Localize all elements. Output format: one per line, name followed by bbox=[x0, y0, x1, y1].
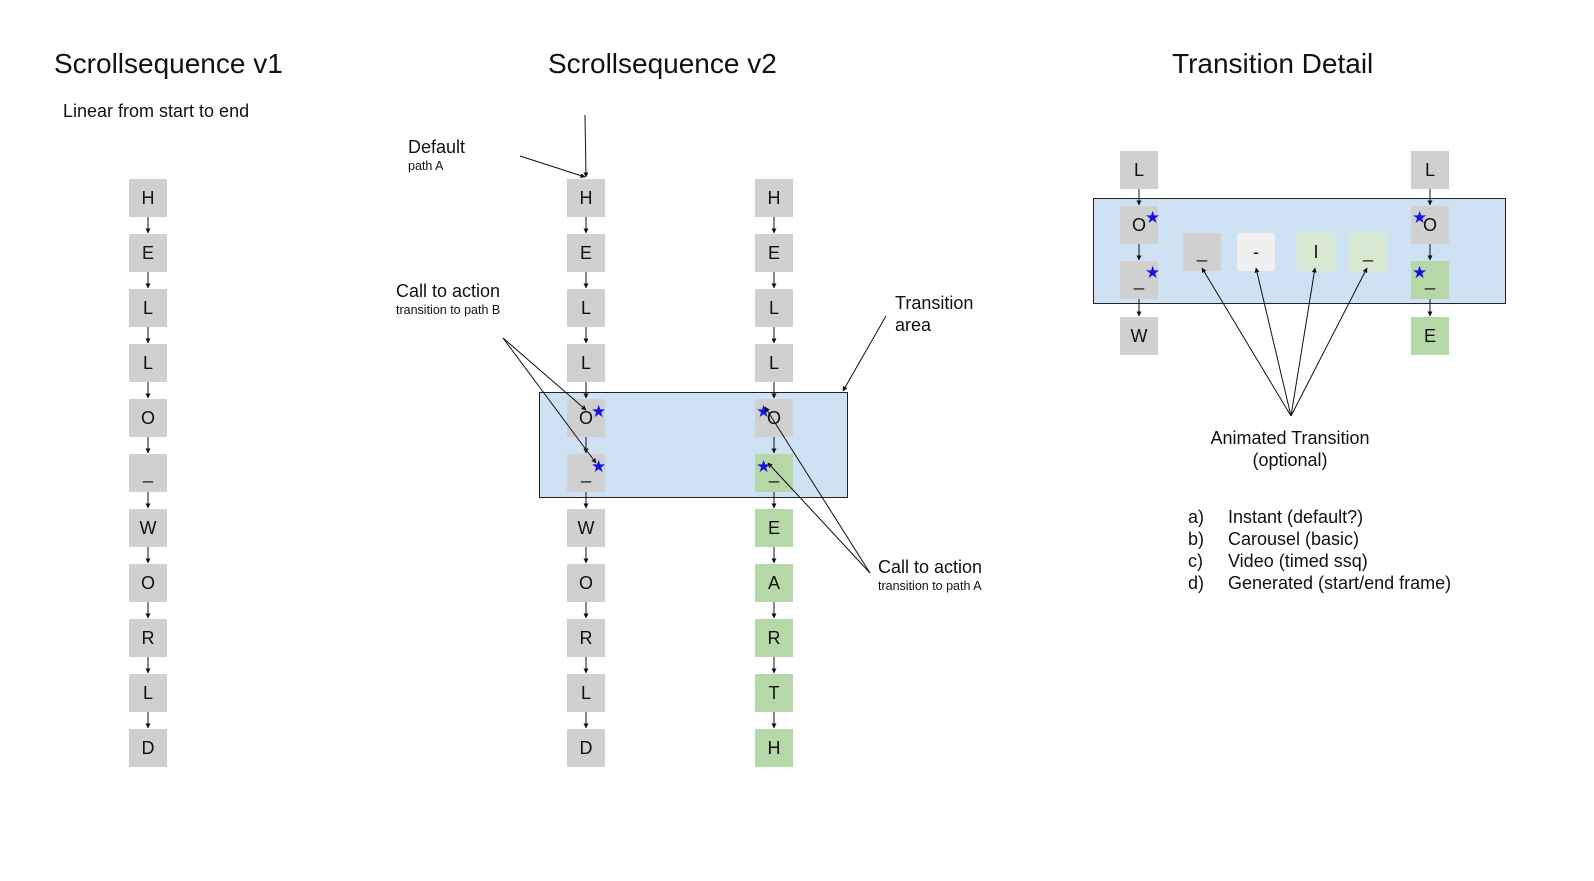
v1-frame: R bbox=[129, 619, 167, 657]
v1-subtitle: Linear from start to end bbox=[63, 101, 250, 121]
option-letter: d) bbox=[1188, 573, 1205, 593]
animated-frame: _ bbox=[1183, 233, 1221, 271]
default-label: Default bbox=[408, 137, 466, 157]
v1-frame: W bbox=[129, 509, 167, 547]
option-letter: a) bbox=[1188, 507, 1205, 527]
animated-transition-arrow bbox=[1254, 267, 1292, 417]
v2-path-a-frame: H bbox=[755, 179, 793, 217]
cta-b-sub-label: transition to path B bbox=[396, 303, 501, 317]
v2-path-b-frame: D bbox=[567, 729, 605, 767]
detail-right-frame: O bbox=[1411, 206, 1449, 244]
v1-frame: D bbox=[129, 729, 167, 767]
v2-path-b-frame: O bbox=[567, 564, 605, 602]
v2-path-a-frame: L bbox=[755, 289, 793, 327]
cta-b-arrow bbox=[502, 337, 587, 411]
option-row: c) Video (timed ssq) bbox=[1188, 550, 1451, 572]
star-icon: ★ bbox=[591, 402, 607, 421]
v2-title: Scrollsequence v2 bbox=[548, 48, 777, 79]
v2-path-a-frame: E bbox=[755, 234, 793, 272]
default-sub-label: path A bbox=[408, 159, 444, 173]
v2-path-a-frame: R bbox=[755, 619, 793, 657]
animated-transition-optional: (optional) bbox=[1252, 450, 1328, 470]
option-text: Instant (default?) bbox=[1228, 507, 1364, 527]
v1-frame: H bbox=[129, 179, 167, 217]
transition-area-arrow bbox=[842, 315, 887, 392]
transition-area-label-2: area bbox=[895, 315, 932, 335]
animated-frame: _ bbox=[1349, 233, 1387, 271]
option-text: Video (timed ssq) bbox=[1228, 551, 1368, 571]
animated-transition-arrow bbox=[1201, 267, 1292, 417]
option-row: b) Carousel (basic) bbox=[1188, 528, 1451, 550]
detail-left-frame: _ bbox=[1120, 261, 1158, 299]
animated-transition-arrow bbox=[1290, 267, 1368, 417]
cta-a-label: Call to action bbox=[878, 557, 983, 577]
cta-a-arrow bbox=[764, 406, 871, 574]
animated-transition-arrow bbox=[1290, 267, 1317, 417]
detail-title: Transition Detail bbox=[1172, 48, 1374, 79]
v1-frame: L bbox=[129, 674, 167, 712]
v1-title: Scrollsequence v1 bbox=[54, 48, 283, 79]
v2-path-b-frame: L bbox=[567, 674, 605, 712]
detail-left-frame: W bbox=[1120, 317, 1158, 355]
option-row: d) Generated (start/end frame) bbox=[1188, 572, 1451, 594]
option-text: Generated (start/end frame) bbox=[1228, 573, 1452, 593]
detail-right-frame: L bbox=[1411, 151, 1449, 189]
v1-frame: O bbox=[129, 564, 167, 602]
option-letter: c) bbox=[1188, 551, 1203, 571]
option-letter: b) bbox=[1188, 529, 1205, 549]
v2-path-b-frame: W bbox=[567, 509, 605, 547]
v1-frame: O bbox=[129, 399, 167, 437]
animated-frame: - bbox=[1237, 233, 1275, 271]
v2-path-b-frame: L bbox=[567, 344, 605, 382]
cta-a-arrow bbox=[767, 462, 871, 574]
v1-frame: L bbox=[129, 289, 167, 327]
star-icon: ★ bbox=[1412, 208, 1428, 227]
v1-frame: L bbox=[129, 344, 167, 382]
cta-a-sub-label: transition to path A bbox=[878, 579, 982, 593]
v2-path-a-frame: T bbox=[755, 674, 793, 712]
option-text: Carousel (basic) bbox=[1228, 529, 1360, 549]
v2-path-a-frame: L bbox=[755, 344, 793, 382]
star-icon: ★ bbox=[756, 457, 772, 476]
v2-path-a-frame: _ bbox=[755, 454, 793, 492]
detail-left-frame: O bbox=[1120, 206, 1158, 244]
default-entry-arrow bbox=[583, 114, 589, 178]
v2-path-a-frame: H bbox=[755, 729, 793, 767]
v2-path-b-frame: _ bbox=[567, 454, 605, 492]
v2-path-a-frame: O bbox=[755, 399, 793, 437]
v1-frame: E bbox=[129, 234, 167, 272]
detail-left-frame: L bbox=[1120, 151, 1158, 189]
star-icon: ★ bbox=[1145, 263, 1161, 282]
v2-path-a-frame: E bbox=[755, 509, 793, 547]
v2-path-a-frame: A bbox=[755, 564, 793, 602]
star-icon: ★ bbox=[1412, 263, 1428, 282]
default-label-arrow bbox=[519, 155, 586, 178]
option-row: a) Instant (default?) bbox=[1188, 506, 1451, 528]
v1-frame: _ bbox=[129, 454, 167, 492]
animated-frame: I bbox=[1297, 233, 1335, 271]
animated-transition-label: Animated Transition bbox=[1210, 428, 1370, 448]
cta-b-label: Call to action bbox=[396, 281, 501, 301]
detail-right-frame: E bbox=[1411, 317, 1449, 355]
v2-path-b-frame: E bbox=[567, 234, 605, 272]
v2-path-b-frame: L bbox=[567, 289, 605, 327]
v2-path-b-frame: H bbox=[567, 179, 605, 217]
transition-options-list: a)Instant (default?) b)Carousel (basic) … bbox=[1188, 506, 1451, 594]
v2-path-b-frame: R bbox=[567, 619, 605, 657]
cta-b-arrow bbox=[502, 337, 597, 464]
detail-right-frame: _ bbox=[1411, 261, 1449, 299]
star-icon: ★ bbox=[1145, 208, 1161, 227]
transition-area-label: Transition bbox=[895, 293, 974, 313]
